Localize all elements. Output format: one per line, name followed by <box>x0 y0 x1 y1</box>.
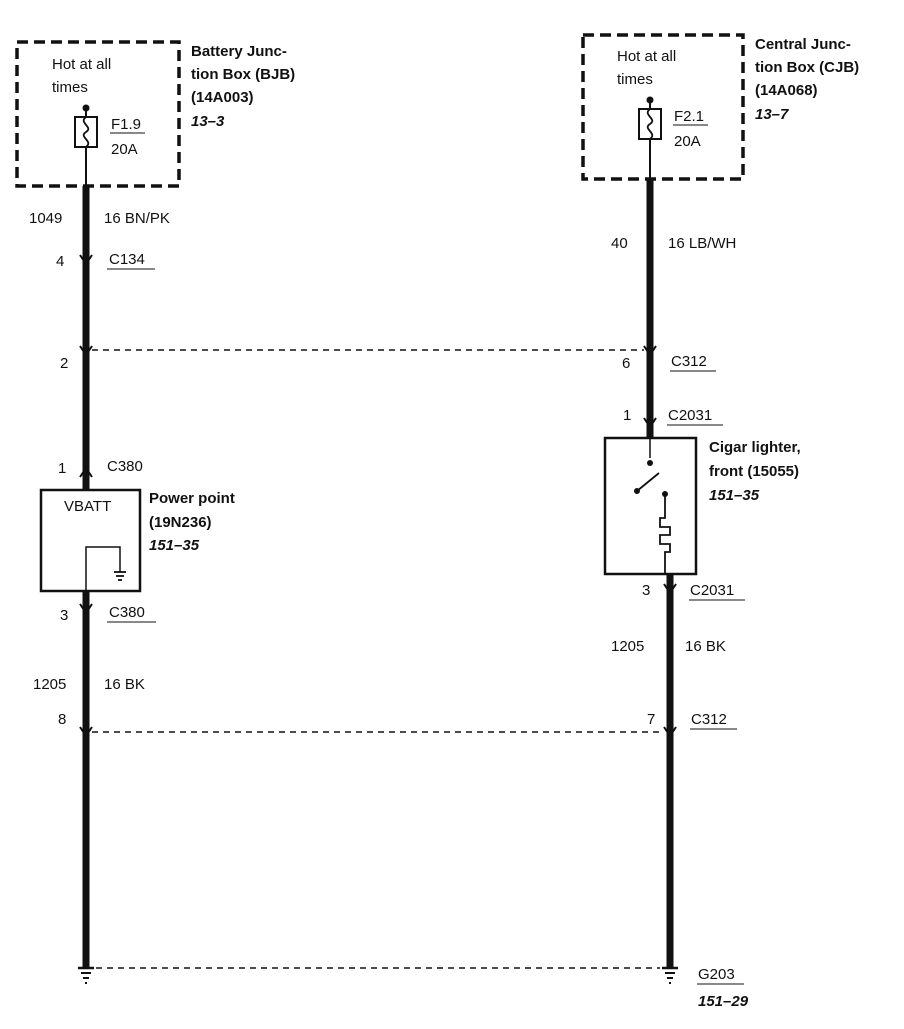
fuse-icon <box>74 116 98 148</box>
c380-bottom-pin: 3 <box>60 607 68 624</box>
c134-name: C134 <box>109 251 145 268</box>
bjb-hot-line2: times <box>52 79 88 96</box>
power-point-ground-icon <box>85 546 126 591</box>
c312-right-top-mark <box>643 345 657 357</box>
c312-right-bottom-name: C312 <box>691 711 727 728</box>
cjb-name-line1: Central Junc- <box>755 36 851 53</box>
right-lower-gauge-color: 16 BK <box>685 638 726 655</box>
bjb-name-line2: tion Box (BJB) <box>191 66 295 83</box>
c312-right-bottom-mark <box>663 726 677 738</box>
c380-top-name: C380 <box>107 458 143 475</box>
c380-top-pin: 1 <box>58 460 66 477</box>
cjb-fuse-rating: 20A <box>674 133 701 150</box>
c312-left-bottom-pin: 8 <box>58 711 66 728</box>
c312-left-bottom-mark <box>79 726 93 738</box>
c312-right-bottom-pin: 7 <box>647 711 655 728</box>
c134-connector-mark <box>79 254 93 266</box>
right-ground-icon <box>662 966 678 984</box>
cjb-name-line2: tion Box (CJB) <box>755 59 859 76</box>
bjb-part-no: (14A003) <box>191 89 254 106</box>
power-point-inner-label: VBATT <box>64 498 111 515</box>
power-point-part-no: (19N236) <box>149 514 212 531</box>
cigar-lighter-name-line1: Cigar lighter, <box>709 439 801 456</box>
left-lower-circuit: 1205 <box>33 676 66 693</box>
c134-pin: 4 <box>56 253 64 270</box>
right-upper-circuit: 40 <box>611 235 628 252</box>
c380-bottom-mark <box>79 603 93 615</box>
c312-right-top-name: C312 <box>671 353 707 370</box>
cjb-page-ref: 13–7 <box>755 106 789 123</box>
c312-left-top-mark <box>79 345 93 357</box>
ground-name: G203 <box>698 966 735 983</box>
bjb-page-ref: 13–3 <box>191 113 225 130</box>
power-point-name: Power point <box>149 490 235 507</box>
bjb-hot-line1: Hot at all <box>52 56 111 73</box>
fuse-icon <box>638 108 662 140</box>
c380-bottom-name: C380 <box>109 604 145 621</box>
c2031-top-mark <box>643 417 657 429</box>
bjb-name-line1: Battery Junc- <box>191 43 287 60</box>
cjb-box <box>581 33 745 181</box>
cigar-lighter-page-ref: 151–35 <box>709 487 760 504</box>
c380-top-mark <box>79 466 93 478</box>
cjb-part-no: (14A068) <box>755 82 818 99</box>
cigar-lighter-element-icon <box>659 494 671 574</box>
left-upper-circuit: 1049 <box>29 210 62 227</box>
c312-left-top-pin: 2 <box>60 355 68 372</box>
c2031-bottom-name: C2031 <box>690 582 734 599</box>
power-point-box <box>39 488 142 593</box>
cjb-hot-line2: times <box>617 71 653 88</box>
right-upper-gauge-color: 16 LB/WH <box>668 235 736 252</box>
cigar-lighter-name-line2: front (15055) <box>709 463 799 480</box>
ground-page-ref: 151–29 <box>698 993 749 1010</box>
c2031-bottom-mark <box>663 583 677 595</box>
left-upper-gauge-color: 16 BN/PK <box>104 210 170 227</box>
power-point-page-ref: 151–35 <box>149 537 200 554</box>
c312-right-top-pin: 6 <box>622 355 630 372</box>
cigar-lighter-box <box>603 436 698 576</box>
c2031-bottom-pin: 3 <box>642 582 650 599</box>
cjb-fuse-id: F2.1 <box>674 108 704 125</box>
bjb-fuse-id: F1.9 <box>111 116 141 133</box>
left-lower-gauge-color: 16 BK <box>104 676 145 693</box>
c2031-top-pin: 1 <box>623 407 631 424</box>
left-ground-icon <box>78 966 94 984</box>
bjb-fuse-rating: 20A <box>111 141 138 158</box>
right-lower-circuit: 1205 <box>611 638 644 655</box>
cjb-hot-line1: Hot at all <box>617 48 676 65</box>
c2031-top-name: C2031 <box>668 407 712 424</box>
